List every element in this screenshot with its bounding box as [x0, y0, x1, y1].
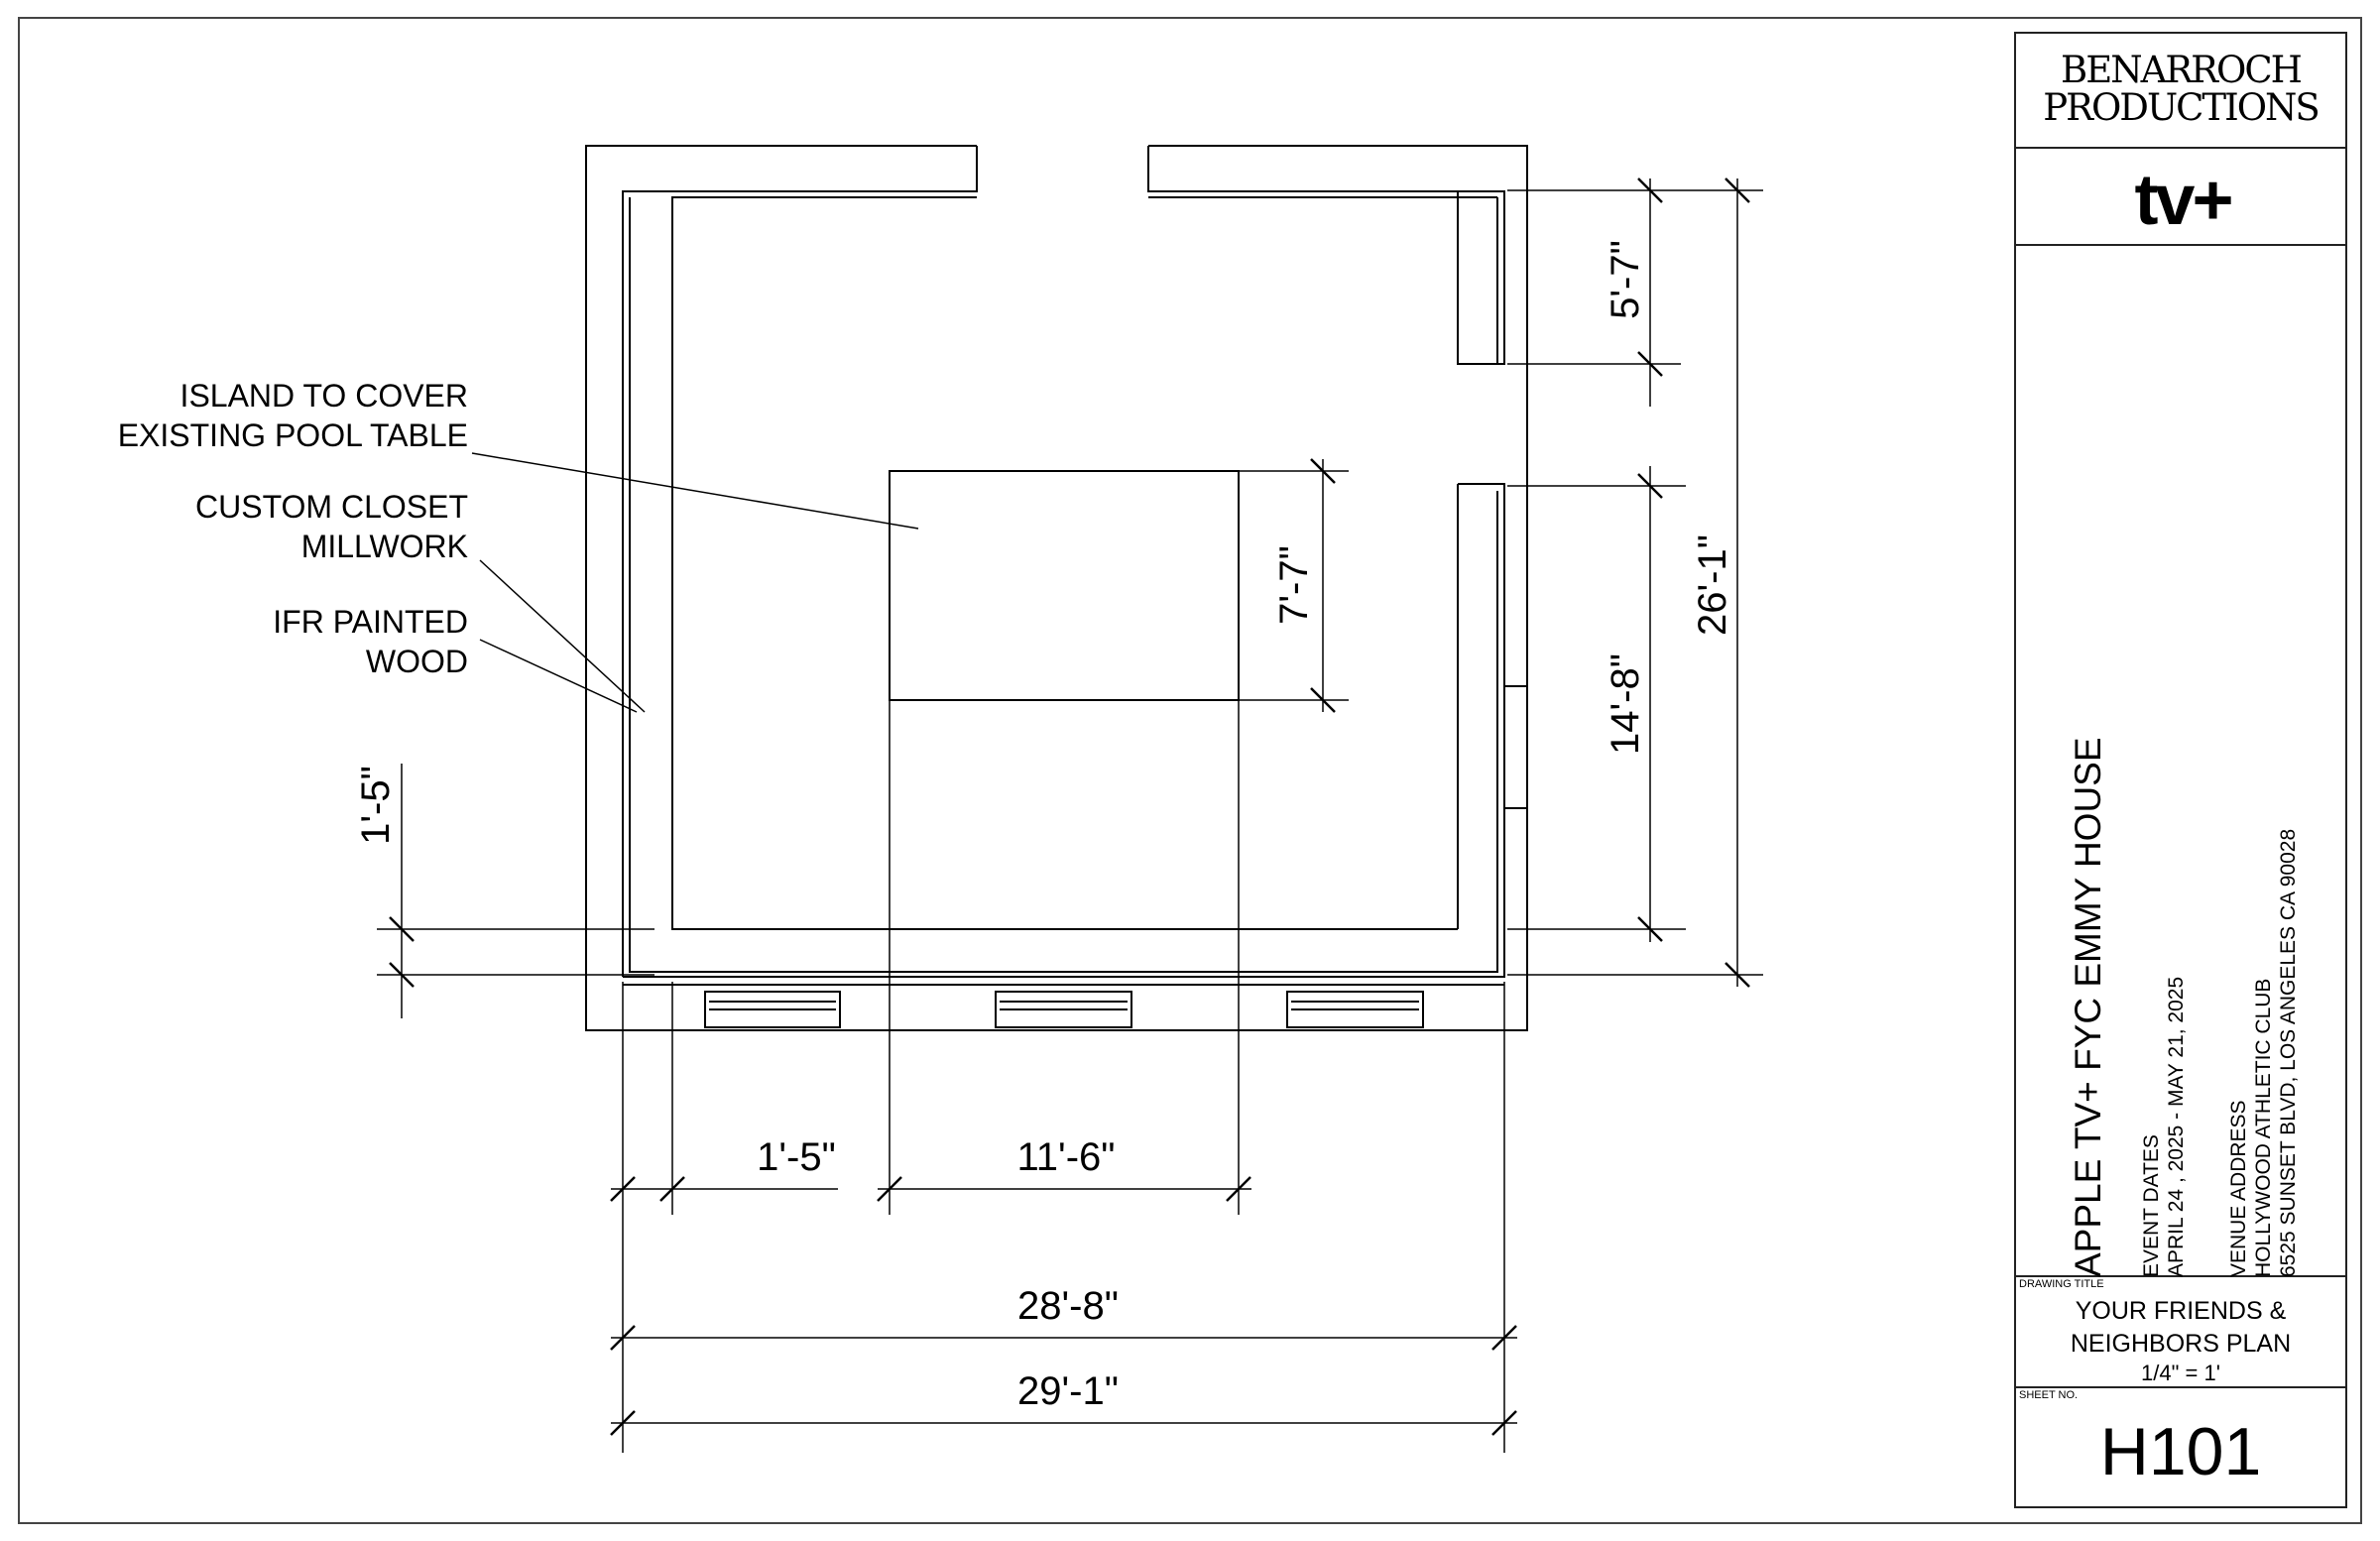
firm-name-line1: BENARROCH	[2061, 49, 2303, 91]
brand-text: tv+	[2134, 161, 2233, 240]
drawing-title-label: DRAWING TITLE	[2019, 1278, 2104, 1290]
leader-closet	[479, 559, 646, 713]
firm-name-line2: PRODUCTIONS	[2043, 86, 2320, 129]
wall-liner-outer-left	[629, 197, 1498, 973]
dim-26-1: 26'-1"	[1691, 534, 1734, 636]
dim-1-5-horizontal: 1'-5"	[757, 1135, 836, 1179]
dim-1-5-vertical: 1'-5"	[354, 766, 398, 845]
note-island-line2: EXISTING POOL TABLE	[118, 417, 468, 453]
wall-outer-left	[585, 145, 1528, 1031]
event-dates-label: EVENT DATES	[2140, 1134, 2163, 1277]
venue-address: 6525 SUNSET BLVD, LOS ANGELES CA 90028	[2277, 828, 2300, 1277]
window-3	[1286, 991, 1424, 1028]
drawing-title-line2: NEIGHBORS PLAN	[2070, 1330, 2292, 1358]
wall-liner-left	[671, 196, 1458, 930]
note-closet-line2: MILLWORK	[301, 529, 468, 564]
note-closet-line1: CUSTOM CLOSET	[195, 489, 468, 525]
firm-logo: BENARROCH PRODUCTIONS	[2016, 34, 2345, 149]
wall-top-left	[622, 146, 978, 977]
dim-28-8: 28'-8"	[1017, 1284, 1119, 1328]
dim-7-7: 7'-7"	[1272, 545, 1316, 625]
island-rect	[889, 470, 1240, 701]
wall-top-right	[1147, 146, 1505, 365]
venue-block: VENUE ADDRESS HOLLYWOOD ATHLETIC CLUB 65…	[2226, 829, 2301, 1277]
dim-11-6: 11'-6"	[1017, 1135, 1116, 1179]
leader-ifr	[479, 639, 638, 713]
note-ifr-line2: WOOD	[366, 644, 468, 679]
sheet-no-label: SHEET NO.	[2019, 1389, 2079, 1401]
event-dates-block: EVENT DATES APRIL 24 , 2025 - MAY 21, 20…	[2139, 977, 2189, 1277]
dim-14-8: 14'-8"	[1604, 653, 1647, 755]
event-dates-value: APRIL 24 , 2025 - MAY 21, 2025	[2165, 976, 2188, 1277]
window-2	[995, 991, 1132, 1028]
drawing-title-box: DRAWING TITLE YOUR FRIENDS & NEIGHBORS P…	[2016, 1277, 2345, 1388]
dim-29-1: 29'-1"	[1017, 1369, 1119, 1413]
wall-right-lower	[623, 483, 1505, 978]
window-1	[704, 991, 841, 1028]
note-island-line1: ISLAND TO COVER	[180, 378, 468, 414]
drawing-scale: 1/4" = 1'	[2141, 1361, 2220, 1385]
project-title: APPLE TV+ FYC EMMY HOUSE	[2068, 737, 2108, 1277]
project-info: APPLE TV+ FYC EMMY HOUSE EVENT DATES APR…	[2016, 246, 2345, 1277]
title-block: BENARROCH PRODUCTIONS tv+ APPLE TV+ FYC …	[2014, 32, 2347, 1508]
sheet-number: H101	[2099, 1414, 2262, 1489]
note-ifr-line1: IFR PAINTED	[273, 604, 468, 640]
drawing-title-line1: YOUR FRIENDS &	[2075, 1297, 2287, 1325]
venue-name: HOLLYWOOD ATHLETIC CLUB	[2252, 978, 2275, 1277]
leader-island	[471, 452, 919, 530]
apple-tv-logo: tv+	[2016, 149, 2345, 246]
sheet-border	[18, 17, 2362, 1524]
venue-label: VENUE ADDRESS	[2227, 1100, 2250, 1277]
sheet-number-box: SHEET NO. H101	[2016, 1388, 2345, 1506]
dim-5-7: 5'-7"	[1604, 240, 1647, 319]
